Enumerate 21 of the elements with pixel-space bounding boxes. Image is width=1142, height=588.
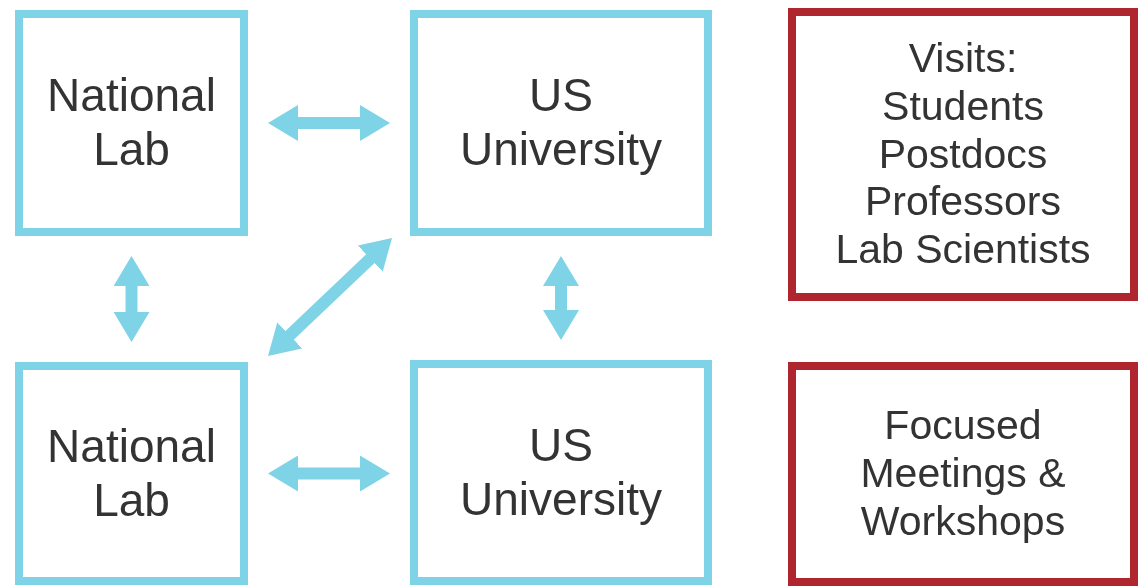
box-label: Lab Scientists — [835, 226, 1091, 275]
activity-box — [788, 362, 1138, 586]
box-label: Students — [882, 82, 1044, 131]
double-arrow — [113, 256, 150, 342]
box-label: Focused Meetings & Workshops — [859, 402, 1067, 546]
activity-box — [788, 8, 1138, 301]
box-label: Postdocs — [878, 130, 1048, 179]
double-arrow — [543, 256, 579, 340]
double-arrow — [268, 105, 390, 141]
institution-box — [410, 10, 712, 236]
double-arrow — [268, 238, 392, 356]
box-label: Professors — [865, 178, 1061, 227]
box-label: National Lab — [46, 69, 217, 177]
double-arrow — [268, 455, 390, 492]
institution-box — [15, 362, 248, 585]
institution-box — [410, 360, 712, 585]
institution-box — [15, 10, 248, 236]
box-label: US University — [459, 418, 663, 527]
box-label: Visits: — [908, 34, 1018, 83]
box-label: US University — [459, 69, 663, 177]
box-label: National Lab — [46, 419, 217, 528]
